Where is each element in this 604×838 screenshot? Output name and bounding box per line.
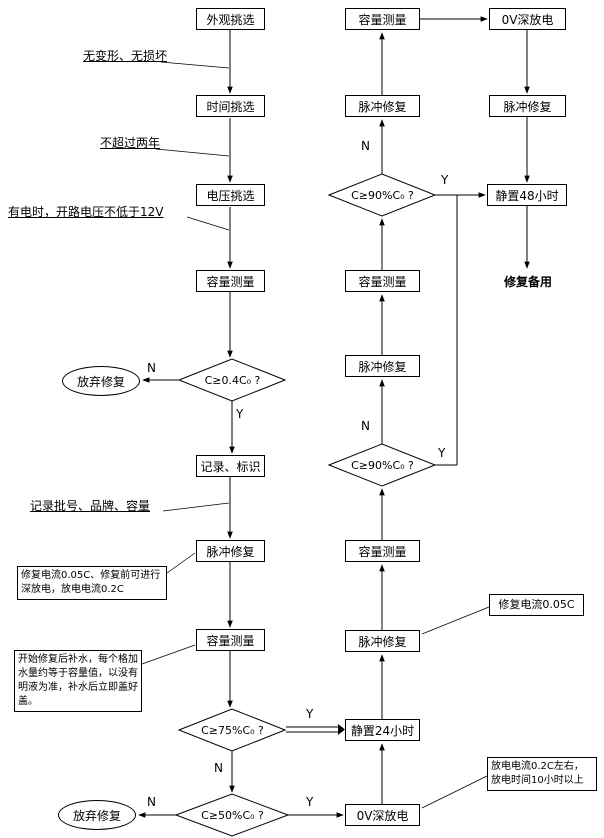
node-capacity-measure-3: 容量测量: [345, 540, 420, 562]
node-pulse-repair-2: 脉冲修复: [345, 630, 420, 652]
annotation-no-deformation: 无变形、无损坏: [83, 49, 168, 63]
flow-lines: [138, 16, 530, 818]
node-time-select: 时间挑选: [196, 95, 265, 117]
annotation-repair-current-005c: 修复电流0.05C: [489, 594, 584, 616]
node-pulse-repair-1: 脉冲修复: [196, 540, 265, 562]
branch-n-c75: N: [214, 761, 223, 775]
annotation-leaders: [141, 61, 490, 809]
node-abandon-repair-1: 放弃修复: [62, 366, 140, 396]
branch-n-c50: N: [147, 795, 156, 809]
node-abandon-repair-2: 放弃修复: [58, 800, 136, 830]
decision-c75-label: C≥75%C₀ ?: [201, 723, 264, 737]
annotation-deep-discharge: 放电电流0.2C左右，放电时间10小时以上: [487, 757, 597, 791]
node-capacity-measure-2: 容量测量: [196, 629, 265, 651]
node-deep-discharge-2: 0V深放电: [489, 8, 566, 30]
node-capacity-measure-5: 容量测量: [345, 8, 420, 30]
annotation-within-two-years: 不超过两年: [100, 136, 161, 150]
node-appearance-select: 外观挑选: [196, 8, 265, 30]
node-voltage-select: 电压挑选: [196, 184, 265, 206]
decision-diamond-c04: [177, 358, 287, 402]
decision-c90-lower-label: C≥90%C₀ ?: [351, 458, 414, 472]
node-pulse-repair-3: 脉冲修复: [345, 355, 420, 377]
annotation-open-circuit-voltage: 有电时，开路电压不低于12V: [8, 205, 164, 219]
decision-c50-label: C≥50%C₀ ?: [201, 808, 264, 822]
annotation-record-info: 记录批号、品牌、容量: [30, 499, 151, 513]
node-repaired-standby: 修复备用: [503, 275, 552, 289]
branch-y-c90-upper: Y: [441, 173, 449, 187]
node-capacity-measure-1: 容量测量: [196, 270, 265, 292]
node-rest-24h: 静置24小时: [345, 719, 420, 741]
decision-diamond-c75: [177, 708, 287, 752]
node-pulse-repair-5: 脉冲修复: [489, 95, 566, 117]
node-deep-discharge-1: 0V深放电: [345, 804, 420, 826]
annotation-repair-current: 修复电流0.05C、修复前可进行深放电，放电电流0.2C: [17, 566, 167, 600]
branch-n-c90-upper: N: [361, 139, 370, 153]
node-record-mark: 记录、标识: [196, 455, 265, 477]
decision-c90-upper-label: C≥90%C₀ ?: [351, 188, 414, 202]
annotation-water-refill: 开始修复后补水，每个格加水量约等于容量值，以没有明液为准，补水后立即盖好盖。: [14, 650, 142, 712]
branch-y-c50: Y: [306, 795, 314, 809]
branch-y-c75: Y: [306, 707, 314, 721]
branch-y-c90-lower: Y: [438, 446, 446, 460]
decision-diamonds: [174, 173, 437, 837]
double-line-arrowhead: [338, 724, 345, 735]
branch-n-c90-lower: N: [361, 419, 370, 433]
branch-y-c04: Y: [236, 407, 244, 421]
node-rest-48h: 静置48小时: [487, 184, 567, 206]
node-pulse-repair-4: 脉冲修复: [345, 95, 420, 117]
branch-n-c04: N: [147, 361, 156, 375]
node-capacity-measure-4: 容量测量: [345, 270, 420, 292]
decision-c04-label: C≥0.4C₀ ?: [204, 373, 261, 387]
